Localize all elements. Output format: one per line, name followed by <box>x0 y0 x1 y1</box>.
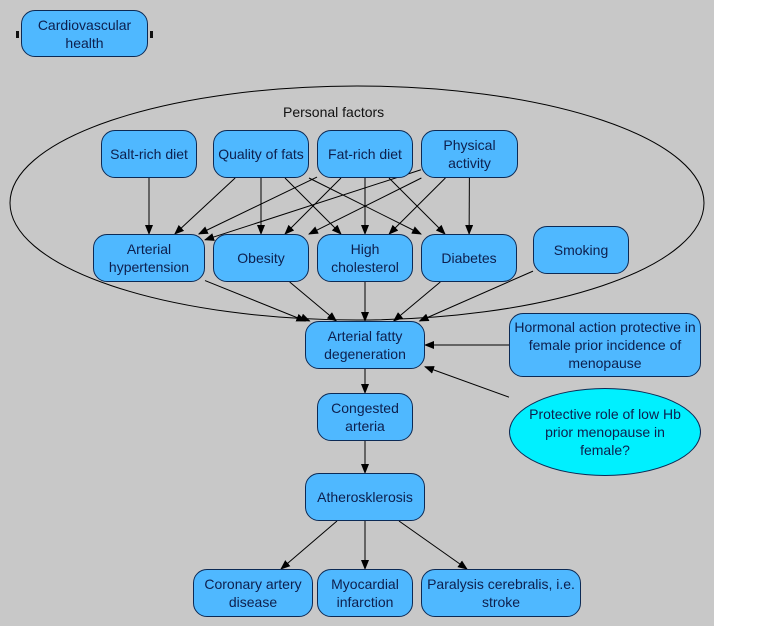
edge-protective-low-hb-to-arterial-fatty-degeneration <box>424 366 510 398</box>
node-label: Salt-rich diet <box>110 146 188 162</box>
personal-factors-group-ellipse <box>9 85 705 321</box>
edge-arterial-hypertension-to-arterial-fatty-degeneration <box>204 280 307 322</box>
node-atherosklerosis[interactable]: Atherosklerosis <box>305 473 425 521</box>
diagram-canvas: Personal factors Cardiovascular health S… <box>0 0 714 626</box>
node-paralysis-cerebralis[interactable]: Paralysis cerebralis, i.e. stroke <box>421 569 581 617</box>
edge-physical-activity-to-obesity <box>308 177 422 235</box>
node-label: High cholesterol <box>331 241 399 275</box>
node-diabetes[interactable]: Diabetes <box>421 234 517 282</box>
node-label: Myocardial infarction <box>331 576 399 610</box>
node-label: Arterial hypertension <box>108 241 190 275</box>
node-label: Congested arteria <box>331 400 399 434</box>
edge-physical-activity-to-high-cholesterol <box>388 177 446 235</box>
node-label: Fat-rich diet <box>328 146 402 162</box>
node-label: Diabetes <box>441 250 497 266</box>
edge-smoking-to-arterial-fatty-degeneration <box>418 270 534 322</box>
edge-physical-activity-to-arterial-hypertension <box>204 169 422 241</box>
node-label: Physical activity <box>443 137 496 171</box>
node-coronary-artery-disease[interactable]: Coronary artery disease <box>193 569 313 617</box>
node-salt-rich-diet[interactable]: Salt-rich diet <box>101 130 197 178</box>
node-cardiovascular-health[interactable]: Cardiovascular health <box>21 10 148 57</box>
personal-factors-label: Personal factors <box>283 104 385 120</box>
node-label: Protective role of low Hb prior menopaus… <box>529 406 681 458</box>
node-physical-activity[interactable]: Physical activity <box>421 130 518 178</box>
node-label: Coronary artery disease <box>204 576 302 610</box>
node-arterial-hypertension[interactable]: Arterial hypertension <box>93 234 205 282</box>
node-label: Arterial fatty degeneration <box>324 328 406 362</box>
edge-quality-of-fats-to-arterial-hypertension <box>174 177 236 235</box>
edge-layer <box>9 85 705 570</box>
node-label: Obesity <box>237 250 285 266</box>
node-myocardial-infarction[interactable]: Myocardial infarction <box>317 569 413 617</box>
node-obesity[interactable]: Obesity <box>213 234 309 282</box>
node-label: Cardiovascular health <box>37 16 132 51</box>
node-label: Smoking <box>553 242 609 258</box>
node-arterial-fatty-degeneration[interactable]: Arterial fatty degeneration <box>305 321 425 369</box>
node-smoking[interactable]: Smoking <box>533 226 629 274</box>
node-label: Quality of fats <box>218 146 304 162</box>
edge-fat-rich-diet-to-arterial-hypertension <box>197 176 318 235</box>
node-label: Atherosklerosis <box>317 489 413 505</box>
edge-atherosklerosis-to-coronary-artery-disease <box>280 520 338 570</box>
node-hormonal-action[interactable]: Hormonal action protective in female pri… <box>509 313 701 377</box>
node-label: Paralysis cerebralis, i.e. stroke <box>427 576 575 610</box>
right-connector-icon <box>150 31 153 38</box>
node-fat-rich-diet[interactable]: Fat-rich diet <box>317 130 413 178</box>
node-quality-of-fats[interactable]: Quality of fats <box>213 130 309 178</box>
edge-atherosklerosis-to-paralysis-cerebralis <box>398 520 468 570</box>
edge-obesity-to-arterial-fatty-degeneration <box>289 281 338 322</box>
node-label: Hormonal action protective in female pri… <box>514 319 696 371</box>
edge-diabetes-to-arterial-fatty-degeneration <box>392 281 441 322</box>
node-protective-low-hb[interactable]: Protective role of low Hb prior menopaus… <box>509 388 701 476</box>
left-connector-icon <box>16 31 19 38</box>
node-high-cholesterol[interactable]: High cholesterol <box>317 234 413 282</box>
node-congested-arteria[interactable]: Congested arteria <box>317 393 413 441</box>
edge-fat-rich-diet-to-obesity <box>284 177 342 235</box>
